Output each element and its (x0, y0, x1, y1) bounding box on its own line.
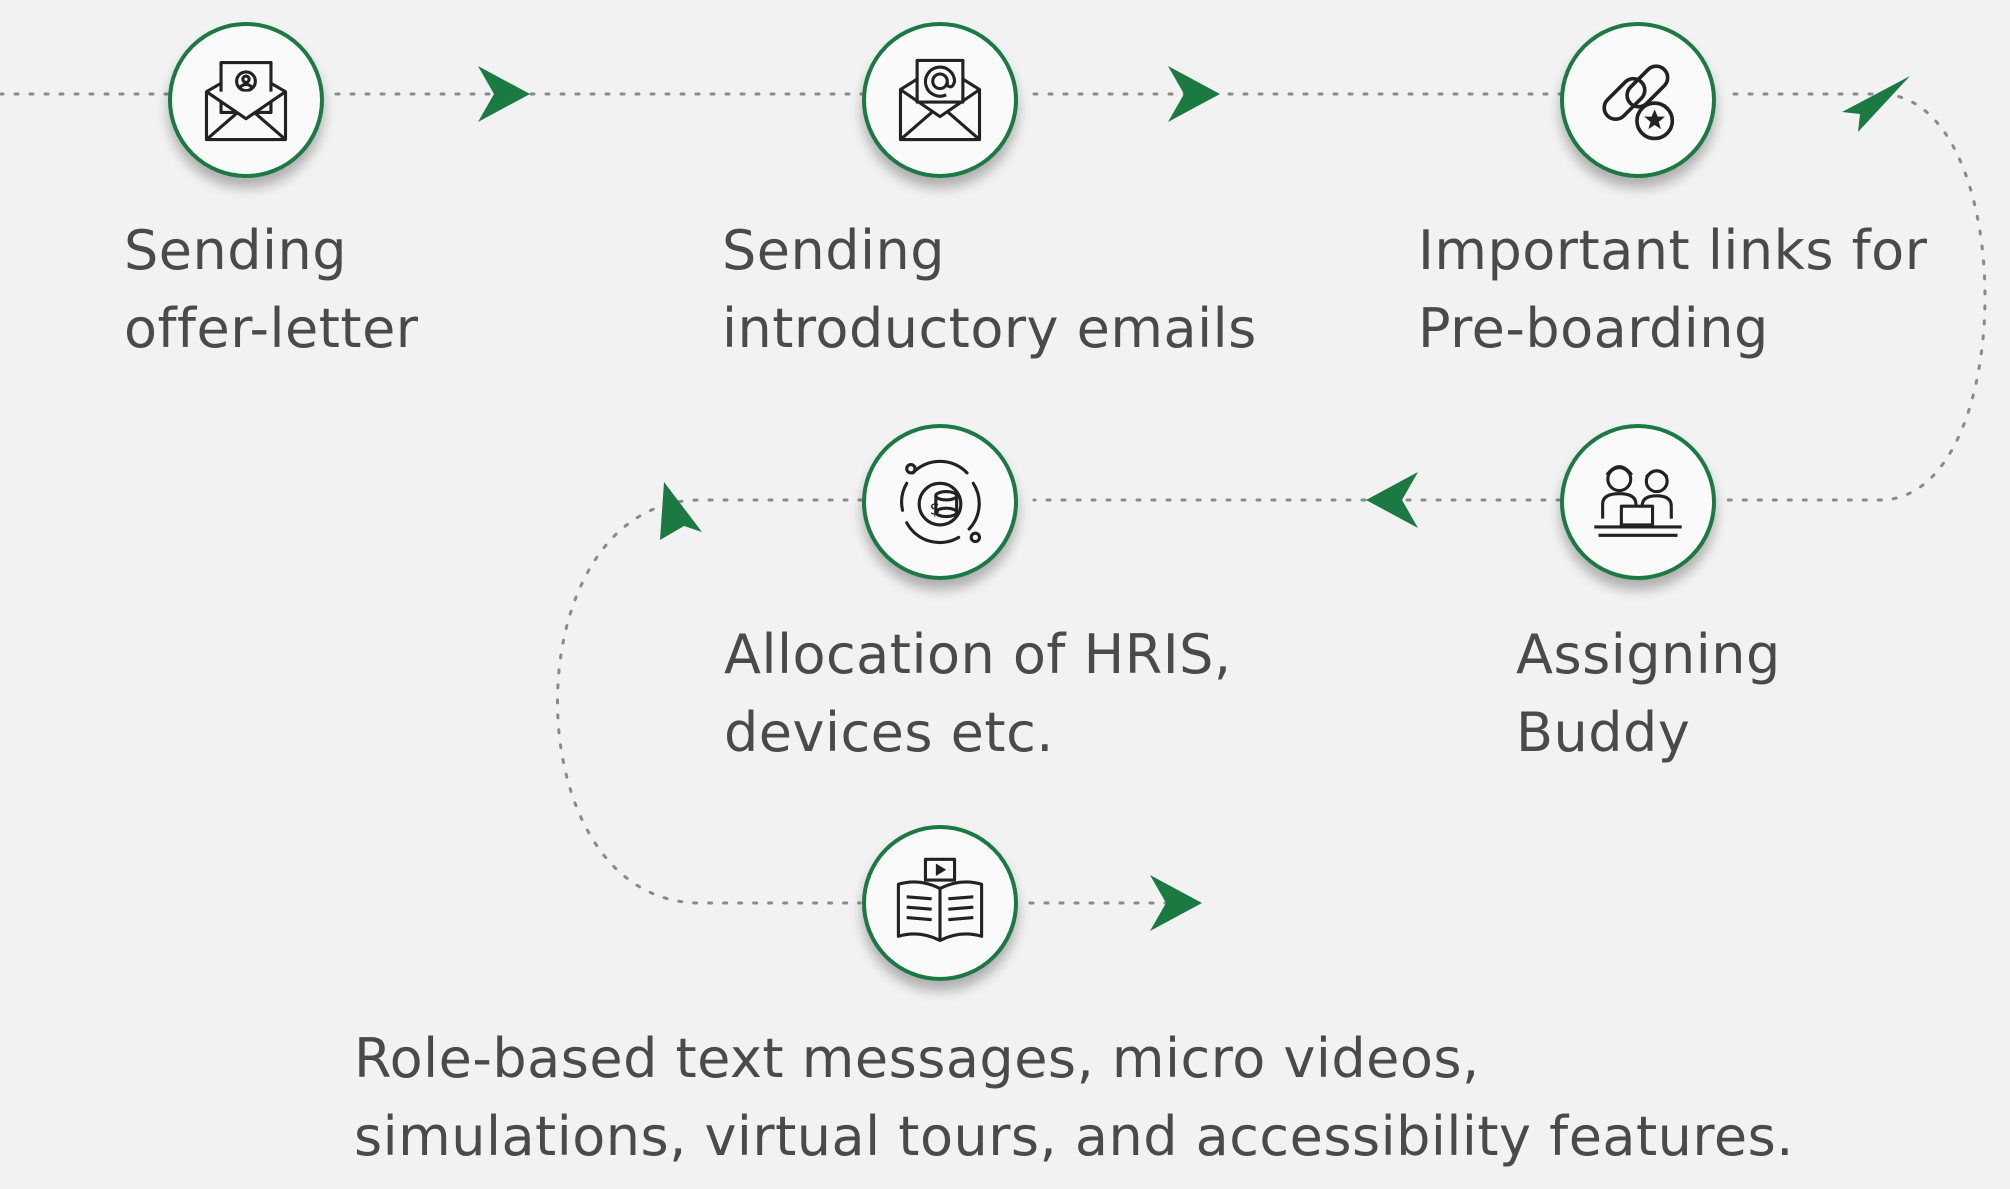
step-label-1-line-1: Sending (124, 219, 348, 282)
step-label-6: Role-based text messages, micro videos, … (354, 1020, 1794, 1176)
arrow-down-right-3 (1842, 76, 1910, 132)
step-node-6 (862, 825, 1018, 981)
step-label-5-line-2: devices etc. (724, 701, 1054, 764)
buddy-people-icon (1594, 465, 1682, 537)
step-label-6-line-2: simulations, virtual tours, and accessib… (354, 1105, 1794, 1168)
step-node-5: $ (862, 424, 1018, 580)
step-label-2-line-2: introductory emails (722, 297, 1257, 360)
step-node-2 (862, 22, 1018, 178)
arrow-right-2 (1168, 66, 1220, 122)
link-star-icon (1602, 64, 1675, 141)
book-video-icon (896, 857, 984, 942)
step-label-6-line-1: Role-based text messages, micro videos, (354, 1027, 1480, 1090)
step-label-2: Sending introductory emails (722, 212, 1257, 368)
envelope-letter-icon (204, 61, 288, 142)
connector-5-curve (556, 498, 864, 905)
email-at-icon (898, 58, 982, 142)
connector-3-curve (1718, 92, 1987, 502)
step-label-4: Assigning Buddy (1516, 616, 1781, 772)
step-label-2-line-1: Sending (722, 219, 946, 282)
step-label-4-line-1: Assigning (1516, 623, 1781, 686)
arrow-right-6 (1150, 875, 1202, 931)
step-label-1: Sending offer-letter (124, 212, 419, 368)
step-node-4 (1560, 424, 1716, 580)
step-label-3-line-2: Pre-boarding (1418, 297, 1769, 360)
arrow-up-left-5 (660, 482, 702, 540)
step-node-1 (168, 22, 324, 178)
step-label-5-line-1: Allocation of HRIS, (724, 623, 1232, 686)
svg-text:$: $ (930, 499, 941, 518)
resource-allocation-icon: $ (900, 459, 982, 545)
step-label-5: Allocation of HRIS, devices etc. (724, 616, 1232, 772)
arrow-left-4 (1366, 472, 1418, 528)
step-node-3 (1560, 22, 1716, 178)
step-label-4-line-2: Buddy (1516, 701, 1691, 764)
arrow-right-1 (478, 66, 530, 122)
step-label-3-line-1: Important links for (1418, 219, 1928, 282)
step-label-3: Important links for Pre-boarding (1418, 212, 1927, 368)
step-label-1-line-2: offer-letter (124, 297, 419, 360)
